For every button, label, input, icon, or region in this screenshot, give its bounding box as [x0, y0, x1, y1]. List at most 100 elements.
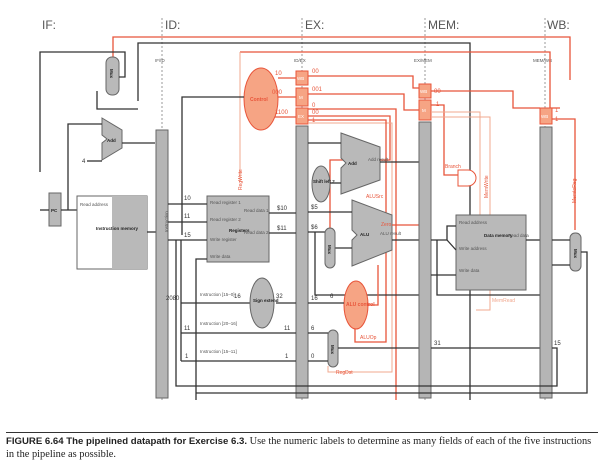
shift-left-2-unit: [311, 165, 331, 203]
branch-and-gate: [457, 169, 477, 187]
alu-result-label: ALU result: [380, 231, 402, 236]
branch-adder-label: Add: [348, 161, 357, 166]
branch-label: Branch: [445, 164, 461, 170]
svg-text:M: M: [299, 95, 303, 100]
zero-label: Zero: [381, 222, 392, 228]
instruction-bus-label: Instruction: [164, 211, 169, 232]
caption-text: Use the numeric labels to determine as m…: [6, 436, 592, 460]
read-register-1-label: Read register 1: [210, 200, 241, 205]
regdst-mux-label: Mux: [330, 345, 335, 354]
pipeline-register-label-if-id: IF/ID: [155, 58, 165, 63]
writeback-data-wire: [196, 251, 588, 394]
pc-adder-label: Add: [107, 138, 116, 143]
ex-funct-bits-value: 6: [330, 294, 334, 300]
dmem-write-address-label: Write address: [459, 246, 487, 251]
stage-label-if: IF:: [42, 18, 56, 32]
mem-dest-value: 31: [434, 341, 441, 347]
svg-text:WB: WB: [541, 114, 548, 119]
bits-32-label: 32: [276, 294, 283, 300]
constant-four: 4: [82, 159, 86, 165]
write-register-label: Write register: [210, 237, 237, 242]
ex-rd-value: 0: [311, 354, 315, 360]
instr-20-16-label: Instruction [20–16]: [200, 321, 237, 326]
control-m-value: 000: [272, 90, 283, 96]
pcsrc-wire: [112, 36, 571, 80]
imem-title: Instruction memory: [96, 226, 139, 231]
registers-title: Registers: [229, 228, 250, 233]
alu: [351, 199, 393, 267]
register-file: [206, 195, 270, 263]
caption-label: FIGURE 6.64 The pipelined datapath for E…: [6, 436, 247, 447]
branch-adder: [340, 132, 381, 195]
svg-text:WB: WB: [297, 76, 304, 81]
pc-mux: [105, 56, 120, 96]
pipeline-register-label-id-ex: ID/EX: [294, 58, 306, 63]
bits-16-label: 16: [234, 294, 241, 300]
figure-caption: FIGURE 6.64 The pipelined datapath for E…: [6, 432, 598, 461]
id-ex-register: [295, 125, 309, 399]
pipeline-register-label-mem-wb: MEM/WB: [533, 58, 552, 63]
ex-mem-m-field: [418, 99, 432, 121]
pc-label: PC: [51, 208, 58, 213]
rt-value: 11: [184, 214, 191, 220]
write-data-label: Write data: [210, 254, 231, 259]
write-reg-value: 15: [184, 233, 191, 239]
data-memory: [455, 214, 527, 291]
alu-label: ALU: [360, 232, 369, 237]
dmem-title: Data memory: [484, 233, 513, 238]
control-unit-label: Control: [250, 97, 268, 103]
control-ex-value: 1100: [275, 110, 289, 116]
shift-left-2-label: Shift left 2: [313, 179, 335, 184]
alu-control-label: ALU control: [346, 302, 375, 308]
alusrc-label: ALUSrc: [366, 194, 384, 200]
rd-field-value: 1: [185, 354, 189, 360]
ex-regdst-value: 1: [312, 118, 316, 124]
stage-label-ex: EX:: [305, 18, 324, 32]
wb-memtoreg-value: 1: [555, 117, 559, 123]
mem-wb-value: 00: [434, 89, 441, 95]
ex-imm-value: 16: [311, 296, 318, 302]
writeback-register-wire: [175, 240, 558, 387]
aluop-label: ALUOp: [360, 335, 377, 341]
ex-wb-value: 00: [312, 69, 319, 75]
wb-regwrite-value: 1: [555, 108, 559, 114]
svg-text:M: M: [422, 108, 426, 113]
memread-label: MemRead: [492, 298, 515, 304]
dmem-read-data-label: Read data: [508, 233, 529, 238]
ex-rt-value: 6: [311, 326, 315, 332]
control-wb-value: 10: [275, 71, 282, 77]
read-register-2-label: Read register 2: [210, 217, 241, 222]
ex-m-value: 001: [312, 87, 323, 93]
regdst-label: RegDst: [336, 370, 353, 376]
wb-dest-value: 15: [554, 341, 561, 347]
read-data-1-label: Read data 1: [244, 208, 269, 213]
rs-value: 10: [184, 196, 191, 202]
rt-out-value: 11: [284, 326, 291, 332]
dmem-read-address-label: Read address: [459, 220, 488, 225]
stage-label-id: ID:: [165, 18, 180, 32]
ex-mem-register: [418, 121, 432, 399]
memtoreg-label: MemtoReg: [572, 178, 578, 203]
mem-wb-wb-field: [539, 107, 553, 125]
imem-read-address-label: Read address: [80, 202, 109, 207]
instr-15-11-label: Instruction [15–11]: [200, 349, 237, 354]
ex-alusrc-value: 0: [312, 103, 316, 109]
svg-text:WB: WB: [420, 89, 427, 94]
pc-adder: [101, 117, 123, 161]
alu-input-a-value: $5: [311, 205, 318, 211]
alusrc-mux: [324, 227, 336, 269]
imm-value: 2080: [166, 296, 180, 302]
rd-out-value: 1: [285, 354, 289, 360]
stage-label-mem: MEM:: [428, 18, 459, 32]
alusrc-mux-label: Mux: [327, 245, 332, 254]
regwrite-label: RegWrite: [238, 169, 244, 190]
mem-wb-register: [539, 126, 553, 399]
pipeline-register-label-ex-mem: EX/MEM: [414, 58, 432, 63]
stage-label-wb: WB:: [547, 18, 570, 32]
add-result-label: Add result: [368, 157, 389, 162]
regwrite-feedback-wire: [240, 51, 560, 109]
memtoreg-mux-label: Mux: [573, 249, 578, 258]
pc-mux-label: Mux: [109, 69, 114, 78]
memwrite-label: MemWrite: [484, 175, 490, 198]
